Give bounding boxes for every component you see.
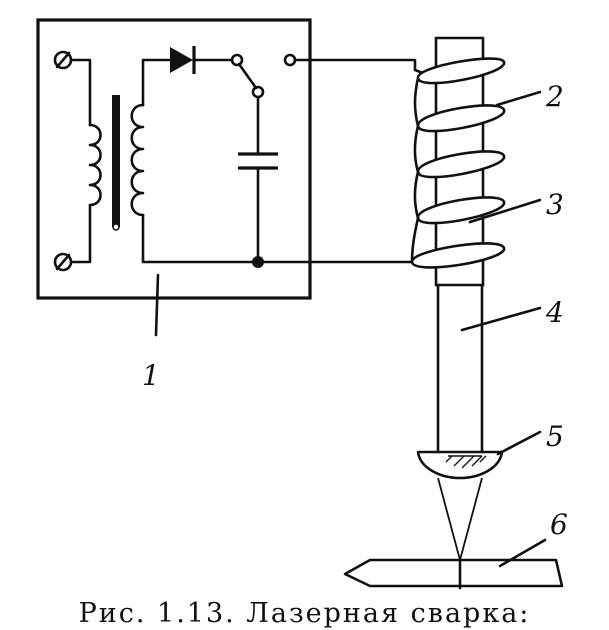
leader-4 xyxy=(460,306,542,332)
focused-beam xyxy=(437,477,483,561)
diode-symbol xyxy=(170,46,196,74)
transformer-core xyxy=(112,95,120,227)
label-beam: 4 xyxy=(545,296,564,329)
leader-5 xyxy=(496,430,542,456)
primary-lead-bottom xyxy=(69,203,92,264)
power-supply-unit xyxy=(36,18,312,300)
pump-coil-back xyxy=(410,76,420,264)
pump-coil xyxy=(410,57,506,269)
label-power-unit: 1 xyxy=(142,359,160,392)
secondary-lead-bottom xyxy=(141,213,260,264)
label-coil: 2 xyxy=(545,80,564,113)
laser-beam xyxy=(436,283,484,454)
secondary-winding xyxy=(130,103,145,217)
leader-6 xyxy=(498,538,547,568)
secondary-lead-top xyxy=(141,58,172,107)
label-laser-rod: 3 xyxy=(546,188,564,221)
label-workpiece: 6 xyxy=(550,508,568,541)
leader-2 xyxy=(495,90,542,107)
leader-3 xyxy=(468,198,542,224)
focusing-lens xyxy=(416,450,504,480)
primary-winding xyxy=(88,123,102,207)
switch-symbol xyxy=(230,53,297,99)
leader-1 xyxy=(154,273,160,337)
wire-to-coil-top xyxy=(293,58,434,78)
junction-dot xyxy=(252,256,264,268)
input-terminal-bottom xyxy=(53,252,73,272)
input-terminal-top xyxy=(53,50,73,70)
workpiece xyxy=(343,556,564,590)
capacitor-symbol xyxy=(238,152,278,170)
primary-lead-top xyxy=(69,58,92,127)
label-lens: 5 xyxy=(546,420,564,453)
power-supply-box xyxy=(36,18,312,300)
figure-caption: Рис. 1.13. Лазерная сварка: xyxy=(78,598,531,629)
